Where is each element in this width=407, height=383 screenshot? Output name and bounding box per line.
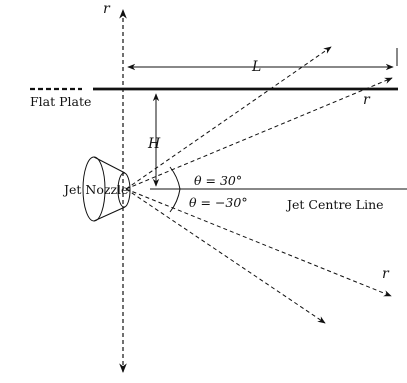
theta-positive-label: θ = 30° — [194, 173, 242, 188]
r-label-upper-ray: r — [363, 92, 371, 108]
l-label: L — [251, 59, 261, 75]
nozzle-upper-wall — [93, 156, 126, 174]
ray-lower-shallow — [125, 188, 392, 297]
h-label: H — [147, 136, 161, 152]
ray-upper-shallow — [125, 77, 393, 190]
ray-upper-steep — [125, 46, 332, 190]
theta-positive-arc — [169, 166, 181, 190]
theta-negative-arc — [169, 188, 181, 213]
nozzle-lower-wall — [93, 206, 126, 222]
flat-plate-label: Flat Plate — [30, 94, 91, 109]
nozzle-exit — [117, 172, 131, 208]
jet-centre-line-label: Jet Centre Line — [285, 197, 384, 212]
theta-negative-label: θ = −30° — [189, 195, 248, 210]
r-axis-label-top: r — [103, 1, 111, 17]
ray-lower-steep — [125, 188, 326, 324]
jet-nozzle-label: Jet Nozzle — [62, 182, 128, 197]
r-label-lower-ray: r — [382, 266, 390, 282]
